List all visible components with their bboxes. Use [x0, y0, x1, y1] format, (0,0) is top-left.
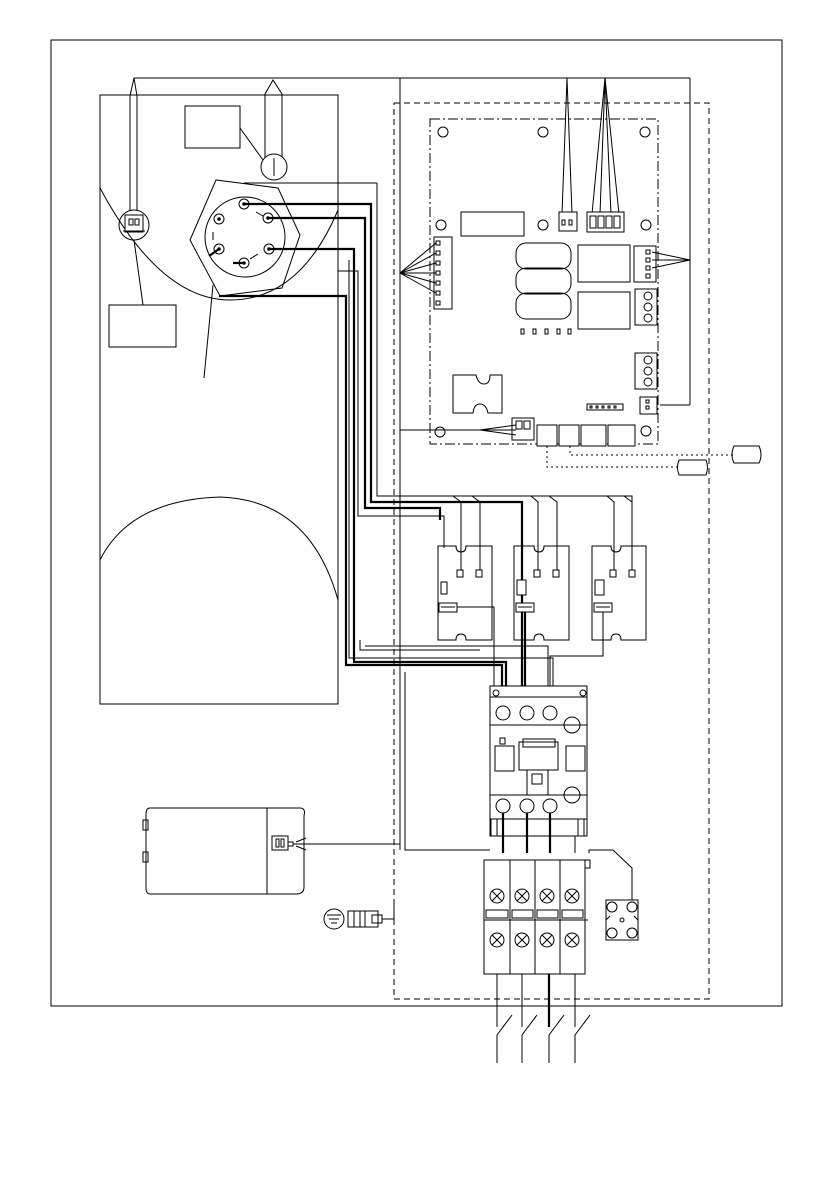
contactor-to-terminals — [405, 672, 632, 900]
burner-housing — [100, 95, 338, 704]
electrode-block — [190, 180, 300, 378]
pump-box — [143, 808, 400, 894]
earth-ground-icon — [324, 905, 394, 929]
fuse-block — [606, 900, 638, 940]
terminal-block — [484, 860, 590, 974]
external-sensors — [547, 446, 761, 475]
top-wiring — [134, 78, 690, 850]
outer-frame — [51, 40, 782, 1006]
control-board — [400, 119, 690, 446]
supply-lines — [497, 974, 590, 1063]
contactor — [490, 686, 587, 836]
sensor-connector — [119, 78, 149, 305]
